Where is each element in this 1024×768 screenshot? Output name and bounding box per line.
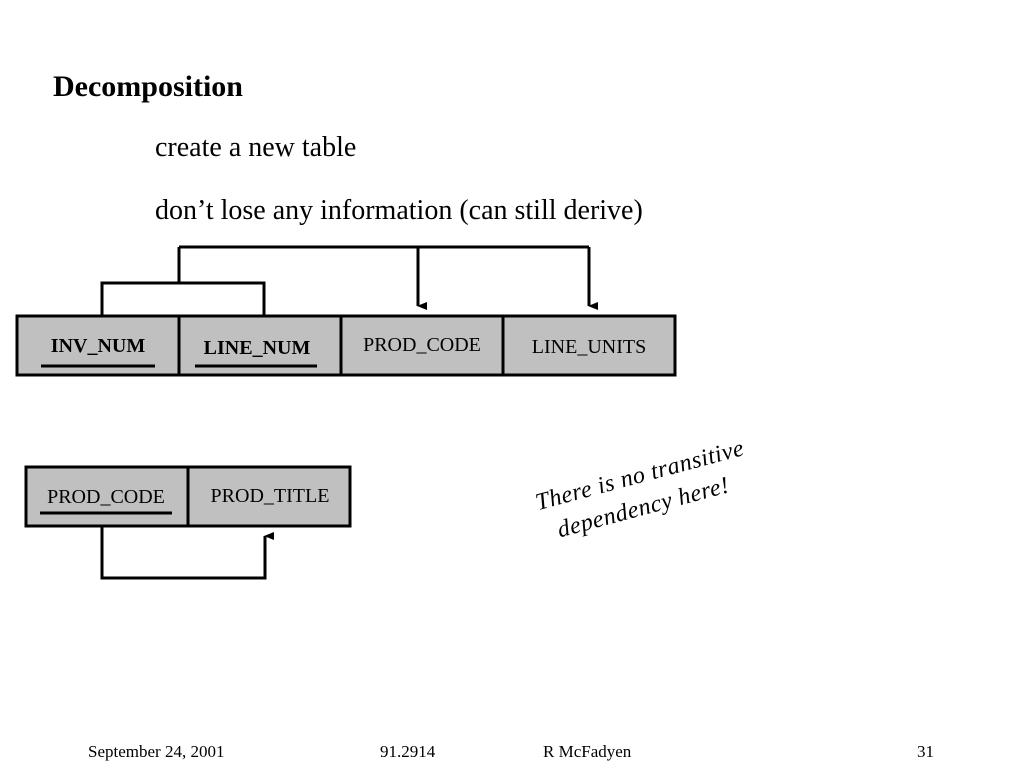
table-1-label-line-num: LINE_NUM: [204, 337, 311, 359]
table-2-cell-prod-code: [24, 465, 190, 528]
table-1-label-prod-code: PROD_CODE: [363, 334, 481, 356]
table-1-cell-prod-code: [339, 314, 505, 377]
footer-author: R McFadyen: [543, 742, 632, 761]
table-product: PROD_CODE PROD_TITLE: [24, 465, 352, 528]
table-1-dependencies: [100, 245, 598, 316]
table-1-label-line-units: LINE_UNITS: [532, 336, 646, 358]
table-2-label-prod-code: PROD_CODE: [47, 486, 165, 508]
arrow-prod-code-to-title: [100, 526, 274, 580]
table-1-cell-line-units: [501, 314, 677, 377]
composite-key-bracket: [100, 281, 266, 316]
footer-date: September 24, 2001: [88, 742, 225, 761]
footer-page-number: 31: [917, 742, 934, 761]
slide-title: Decomposition: [53, 70, 243, 103]
table-2-cell-prod-title: [186, 465, 352, 528]
table-2-label-prod-title: PROD_TITLE: [211, 485, 330, 507]
table-invoice-line: INV_NUM LINE_NUM PROD_CODE LINE_UNITS: [15, 314, 677, 377]
table-2-dependencies: [100, 526, 274, 580]
footer-course: 91.2914: [380, 742, 436, 761]
table-1-label-inv-num: INV_NUM: [51, 335, 146, 357]
bullet-no-info-loss: don’t lose any information (can still de…: [155, 195, 643, 226]
bullet-create-table: create a new table: [155, 132, 357, 163]
